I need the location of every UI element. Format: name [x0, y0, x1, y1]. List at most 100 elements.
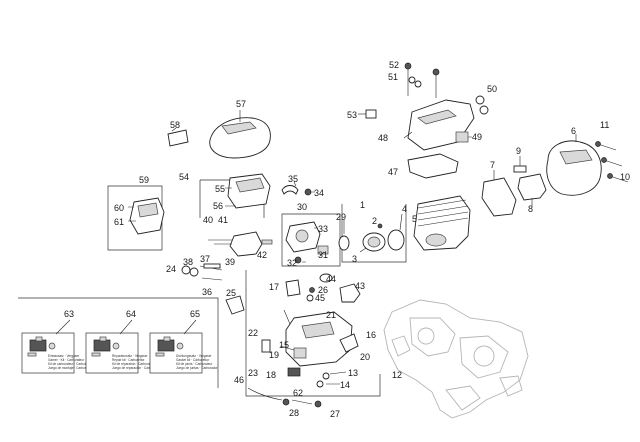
- callout-33: 33: [318, 224, 328, 234]
- part-60-61-filter: [128, 197, 165, 235]
- callout-25: 25: [226, 288, 236, 298]
- callout-19: 19: [269, 350, 279, 360]
- callout-16: 16: [366, 330, 376, 340]
- part-48-muffler: [403, 95, 489, 151]
- callout-64: 64: [126, 309, 136, 319]
- callout-4: 4: [402, 204, 407, 214]
- callout-13: 13: [348, 368, 358, 378]
- part-2-3-intake: [359, 223, 386, 253]
- callout-39: 39: [225, 257, 235, 267]
- kit-64-line3: Kit de réparation · Carburateur: [112, 362, 156, 366]
- callout-21: 21: [326, 310, 336, 320]
- part-5-cylinder: [413, 195, 471, 251]
- kit-box-63: Einbausatz · Vergaser Gamer · Kit · Carb…: [21, 332, 93, 374]
- callout-58: 58: [170, 120, 180, 130]
- callout-45: 45: [315, 293, 325, 303]
- callout-1: 1: [360, 200, 365, 210]
- frame-12: [245, 270, 381, 397]
- part-44-45-26: [306, 273, 333, 302]
- callout-26: 26: [318, 285, 328, 295]
- part-27-28-46-62: [247, 387, 322, 408]
- part-15-18-19-22-23: [261, 339, 307, 377]
- callout-59: 59: [139, 175, 149, 185]
- callout-5: 5: [412, 214, 417, 224]
- saw-body-ghost: [383, 299, 529, 419]
- callout-36: 36: [202, 287, 212, 297]
- callout-29: 29: [336, 212, 346, 222]
- callout-57: 57: [236, 99, 246, 109]
- frame-1: [341, 204, 407, 263]
- callout-6: 6: [571, 126, 576, 136]
- part-8-gasket: [517, 173, 547, 206]
- callout-34: 34: [314, 188, 324, 198]
- part-13-14-20: [316, 333, 359, 388]
- callout-41: 41: [218, 215, 228, 225]
- callout-labels: 1 2 3 4 5 6 7 8 9 10 11 12 13 14 15 16 1…: [64, 60, 630, 419]
- callout-44: 44: [326, 274, 336, 284]
- part-57-filter-cover: [209, 110, 271, 159]
- callout-51: 51: [388, 72, 398, 82]
- part-39-manifold: [208, 231, 273, 257]
- part-51-52-bolts: [404, 62, 440, 98]
- callout-43: 43: [355, 281, 365, 291]
- part-53-pin: [358, 109, 377, 119]
- callout-62: 62: [293, 388, 303, 398]
- callout-32: 32: [287, 258, 297, 268]
- callout-60: 60: [114, 203, 124, 213]
- part-29-ring: [338, 220, 350, 251]
- callout-55: 55: [215, 184, 225, 194]
- part-9-pin: [513, 156, 527, 173]
- part-6-cover: [546, 134, 602, 196]
- kit-area-frame: [18, 297, 219, 388]
- kit-box-65: Dichtungssatz · Vergaser Gasket kit · Ca…: [149, 332, 218, 374]
- callout-54: 54: [179, 172, 189, 182]
- kit-65-line3: Kit de joints · Carburateur: [176, 362, 213, 366]
- callout-20: 20: [360, 352, 370, 362]
- part-33-carburettor: [285, 221, 329, 264]
- part-58-clip: [167, 127, 189, 147]
- kit-64-line4: Juego de reparación · Carburador: [112, 366, 161, 370]
- kit-65-line4: Juego de juntas · Carburador: [176, 366, 218, 370]
- part-43-bracket: [339, 283, 361, 303]
- frame-30: [281, 213, 341, 267]
- callout-28: 28: [289, 408, 299, 418]
- callout-3: 3: [352, 254, 357, 264]
- callout-15: 15: [279, 340, 289, 350]
- part-17-cap: [285, 279, 301, 297]
- callout-35: 35: [288, 174, 298, 184]
- part-24-36-37-38: [181, 263, 223, 281]
- kit-65-line1: Dichtungssatz · Vergaser: [176, 354, 213, 358]
- callout-61: 61: [114, 217, 124, 227]
- callout-47: 47: [388, 167, 398, 177]
- callout-27: 27: [330, 409, 340, 419]
- part-55-56-filter: [225, 173, 271, 209]
- callout-30: 30: [297, 202, 307, 212]
- callout-23: 23: [248, 368, 258, 378]
- callout-7: 7: [490, 160, 495, 170]
- callout-63: 63: [64, 309, 74, 319]
- kit-63-line4: Juego de montaje · Carburador: [48, 366, 93, 370]
- kit-63-line1: Einbausatz · Vergaser: [48, 354, 80, 358]
- kit-65-line2: Gasket kit · Carburettor: [176, 358, 210, 362]
- callout-52: 52: [389, 60, 399, 70]
- part-7-plate: [481, 170, 517, 217]
- kit-box-64: Reparatursatz · Vergaser Repair kit · Ca…: [85, 332, 161, 374]
- callout-46: 46: [234, 375, 244, 385]
- callout-14: 14: [340, 380, 350, 390]
- callout-2: 2: [372, 216, 377, 226]
- part-10-11-bolts: [595, 141, 629, 183]
- callout-49: 49: [472, 132, 482, 142]
- callout-24: 24: [166, 264, 176, 274]
- callout-50: 50: [487, 84, 497, 94]
- callout-8: 8: [528, 204, 533, 214]
- callout-65: 65: [190, 309, 200, 319]
- callout-22: 22: [248, 328, 258, 338]
- callout-11: 11: [600, 120, 609, 130]
- part-4-gasket: [387, 213, 405, 251]
- callout-10: 10: [620, 172, 630, 182]
- callout-12: 12: [392, 370, 402, 380]
- frame-59: [107, 185, 163, 251]
- kit-63-line2: Gamer · Kit · Carburateur: [48, 358, 85, 362]
